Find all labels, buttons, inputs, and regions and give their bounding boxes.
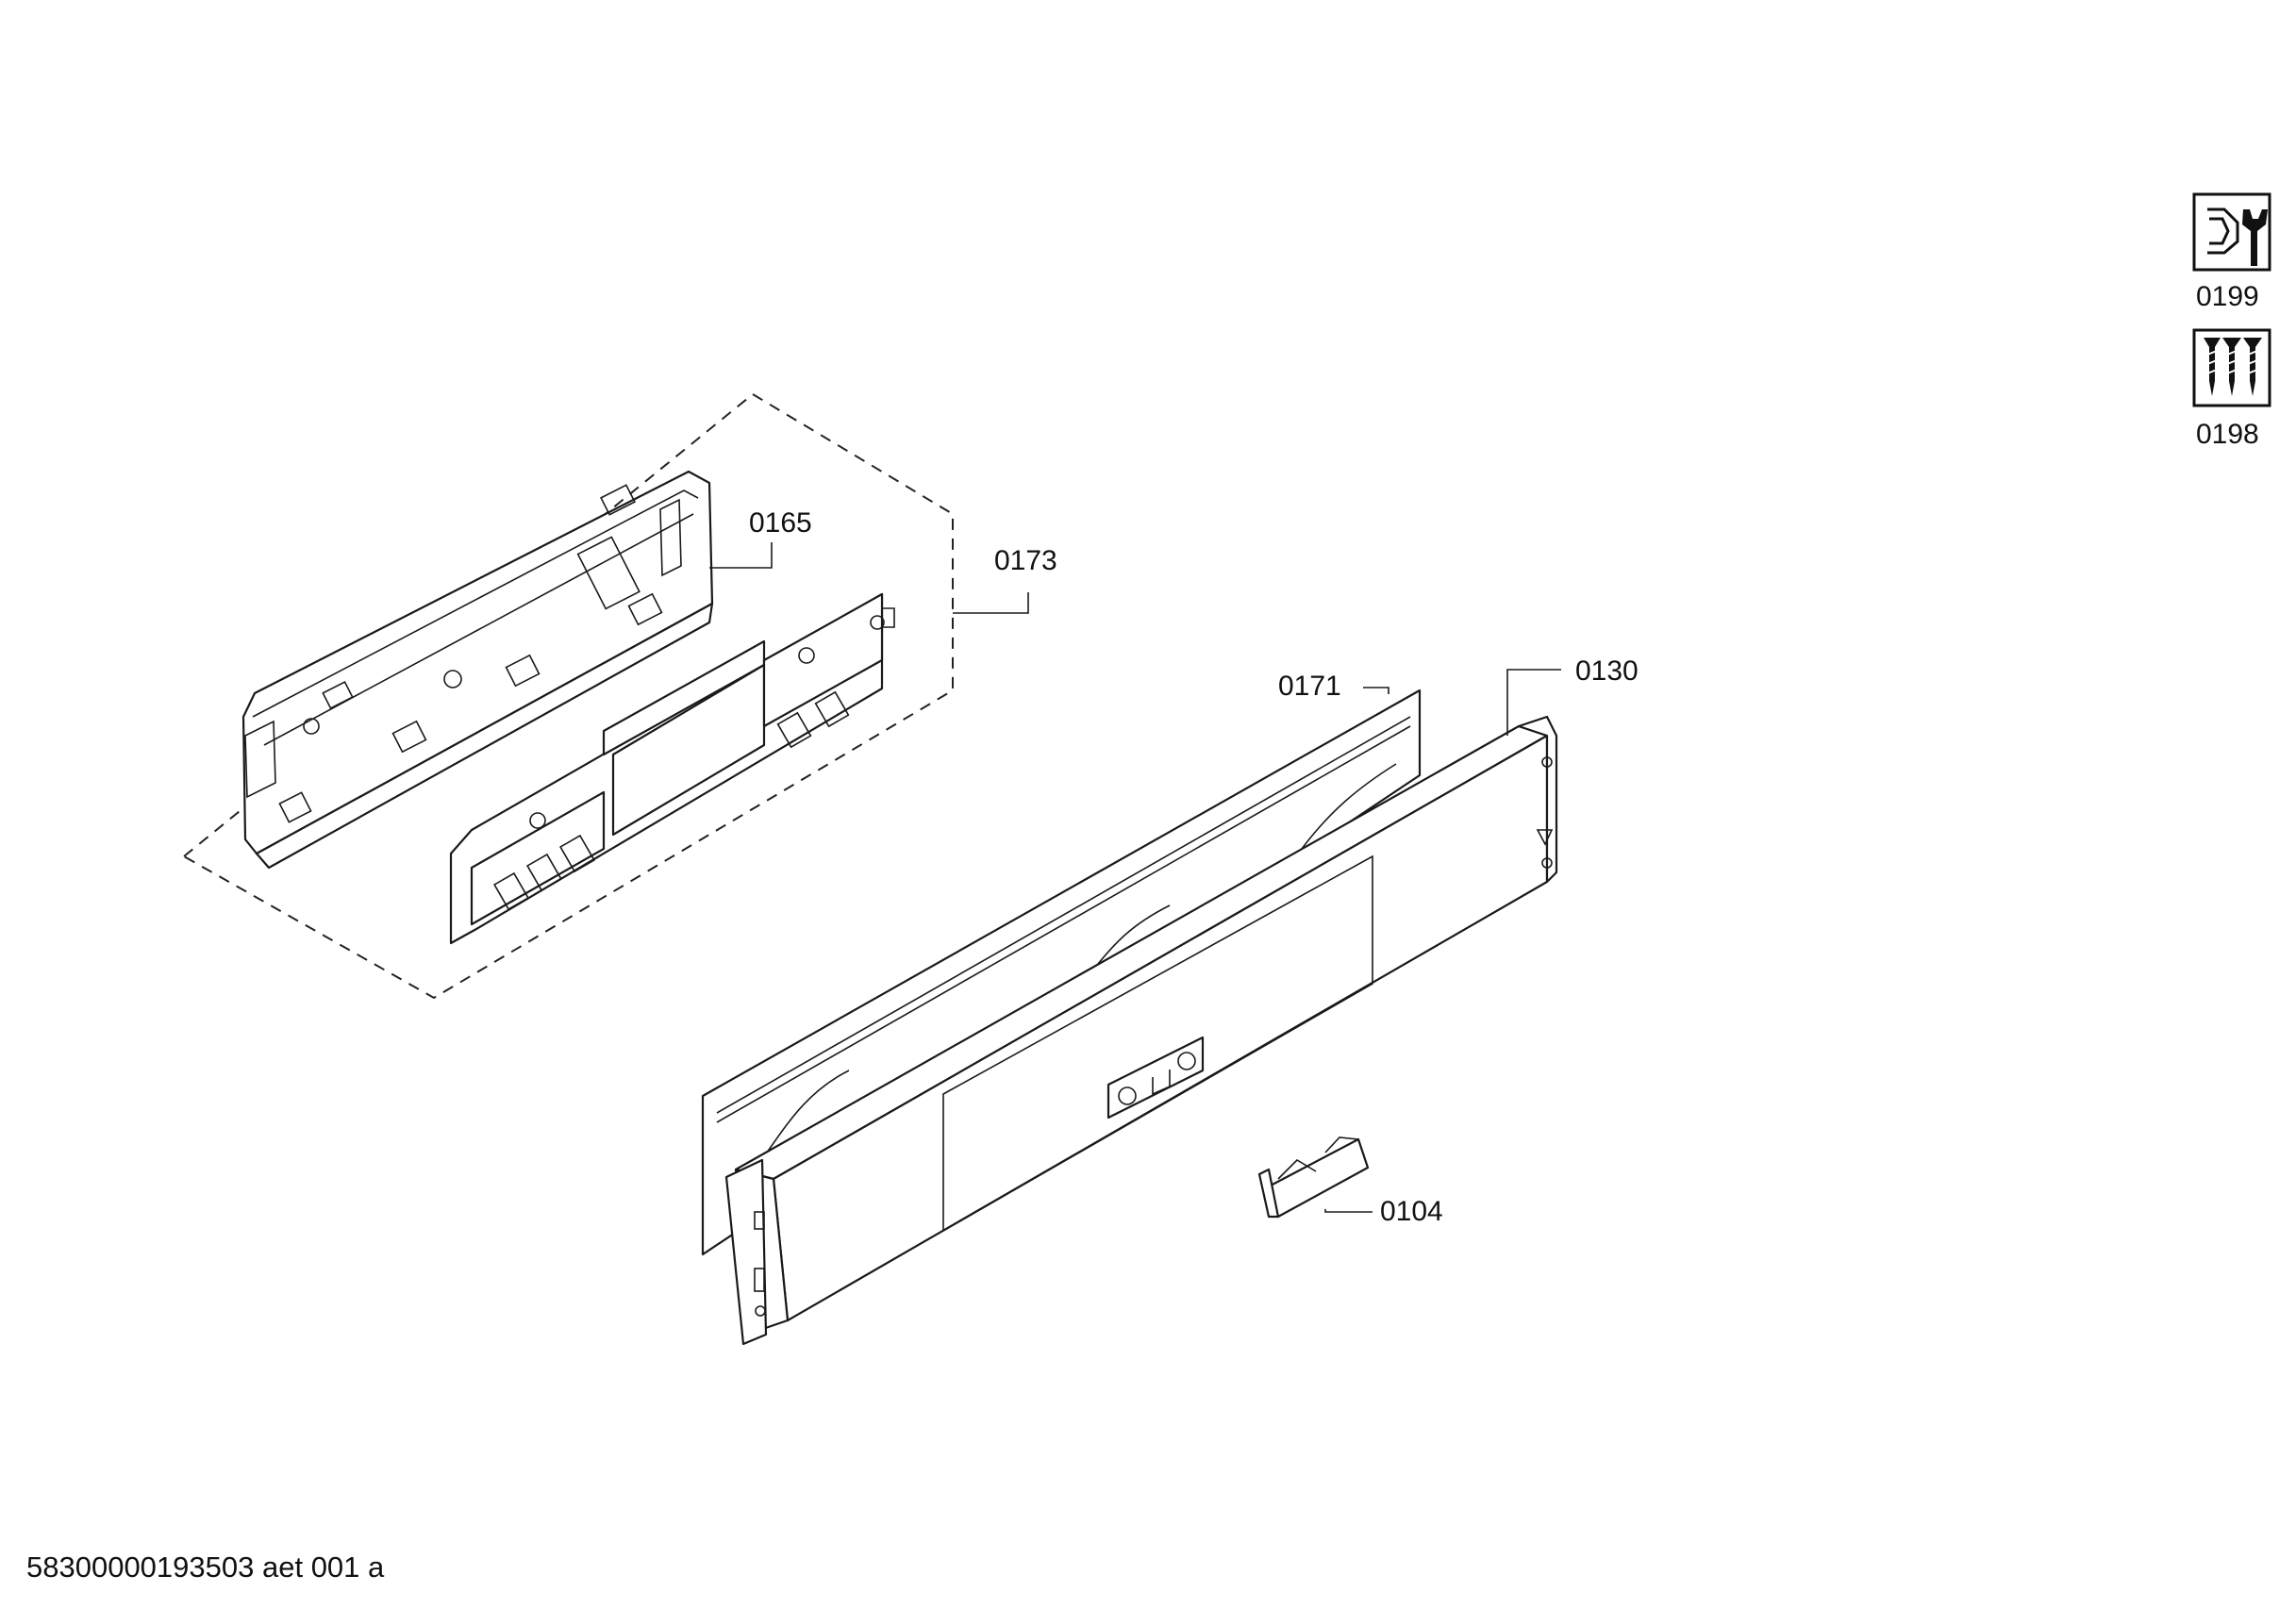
service-tools-label: 0199	[2196, 281, 2259, 312]
part-electronic-module	[449, 592, 895, 945]
assembly-group-0173	[182, 392, 954, 1000]
part-0104-clip	[1257, 1136, 1370, 1219]
service-tools-icon	[2192, 192, 2271, 272]
assembly-dashed-outline	[182, 392, 954, 1000]
callout-0165: 0165	[749, 507, 812, 539]
screws-icon	[2192, 328, 2271, 407]
screws-label: 0198	[2196, 419, 2259, 450]
callout-0130: 0130	[1575, 655, 1639, 687]
callout-0104: 0104	[1380, 1196, 1443, 1227]
callout-0171: 0171	[1278, 671, 1341, 702]
callout-0173: 0173	[994, 545, 1057, 576]
drawing-reference-number: 58300000193503 aet 001 a	[26, 1551, 385, 1584]
part-0165-frame	[241, 470, 714, 870]
leader-lines	[709, 542, 1561, 1213]
part-0130-control-panel	[724, 715, 1558, 1346]
